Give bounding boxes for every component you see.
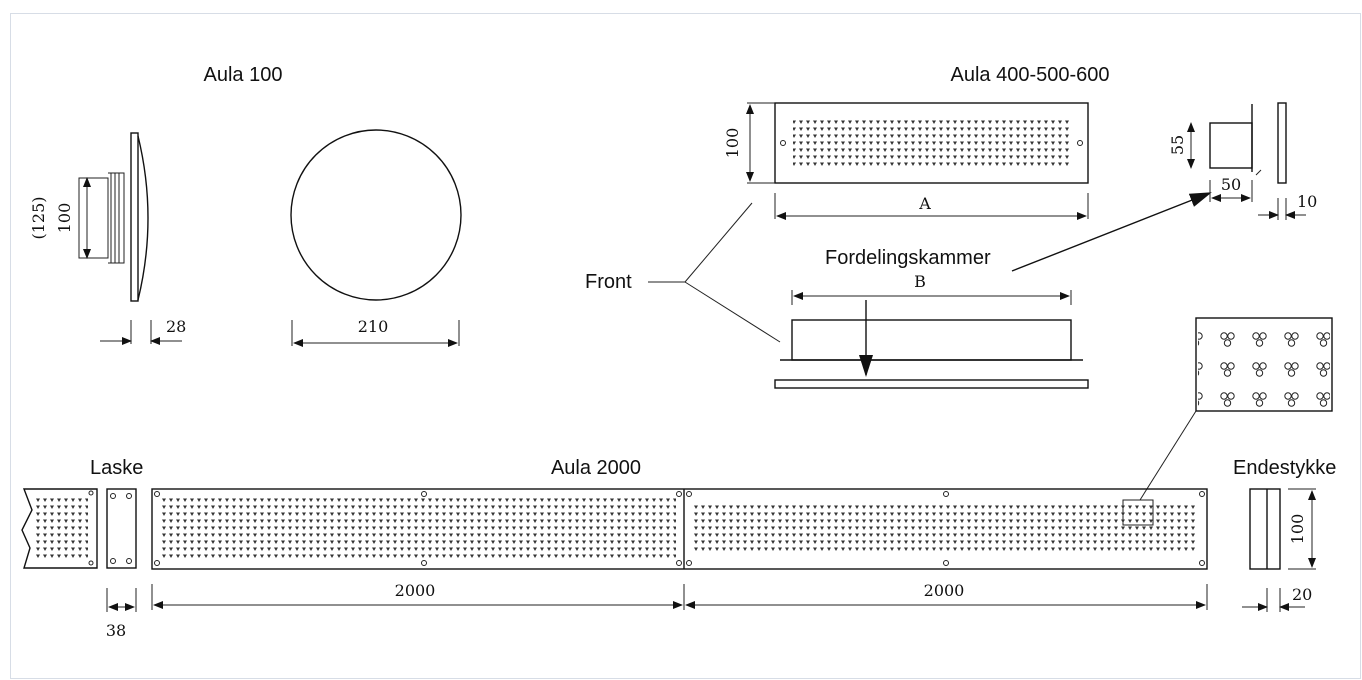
dim-B-label: B [914, 272, 926, 291]
dim-38-label: 38 [106, 621, 126, 640]
front-leader-lines [648, 202, 781, 343]
dim-50-label: 50 [1221, 175, 1241, 194]
dim-210-label: 210 [358, 317, 389, 336]
title-aula-400-500-600: Aula 400-500-600 [950, 64, 1109, 86]
aula-2000-panels [151, 488, 1208, 610]
dim-400-100-label: 100 [723, 128, 742, 159]
dim-2000-left-label: 2000 [395, 581, 436, 600]
aula-400-front-panel [746, 102, 1089, 220]
label-front: Front [585, 271, 632, 293]
dim-end-100-label: 100 [1288, 514, 1307, 545]
title-laske: Laske [90, 457, 143, 479]
dim-100-label: 100 [55, 203, 74, 234]
label-fordelingskammer: Fordelingskammer [825, 247, 991, 269]
dim-55-label: 55 [1168, 135, 1187, 155]
aula-100-front-view [290, 129, 462, 347]
fordelingskammer-view [774, 290, 1089, 389]
dim-20-label: 20 [1292, 585, 1312, 604]
side-detail-view [1187, 102, 1306, 220]
drawing-frame [10, 13, 1361, 679]
aula-100-dim-28 [100, 320, 182, 345]
zoom-detail-box [1122, 317, 1333, 526]
dim-125-label: (125) [29, 196, 48, 239]
endestykke-view [1242, 488, 1316, 612]
aula-100-side-view [78, 132, 149, 302]
title-endestykke: Endestykke [1233, 457, 1336, 479]
title-aula-2000: Aula 2000 [551, 457, 641, 479]
dim-28-label: 28 [166, 317, 186, 336]
detail-arrow [1011, 192, 1212, 272]
title-aula-100: Aula 100 [204, 64, 283, 86]
laske-views [21, 488, 137, 612]
dim-10-label: 10 [1297, 192, 1317, 211]
dim-A-label: A [918, 194, 931, 213]
dim-2000-right-label: 2000 [924, 581, 965, 600]
